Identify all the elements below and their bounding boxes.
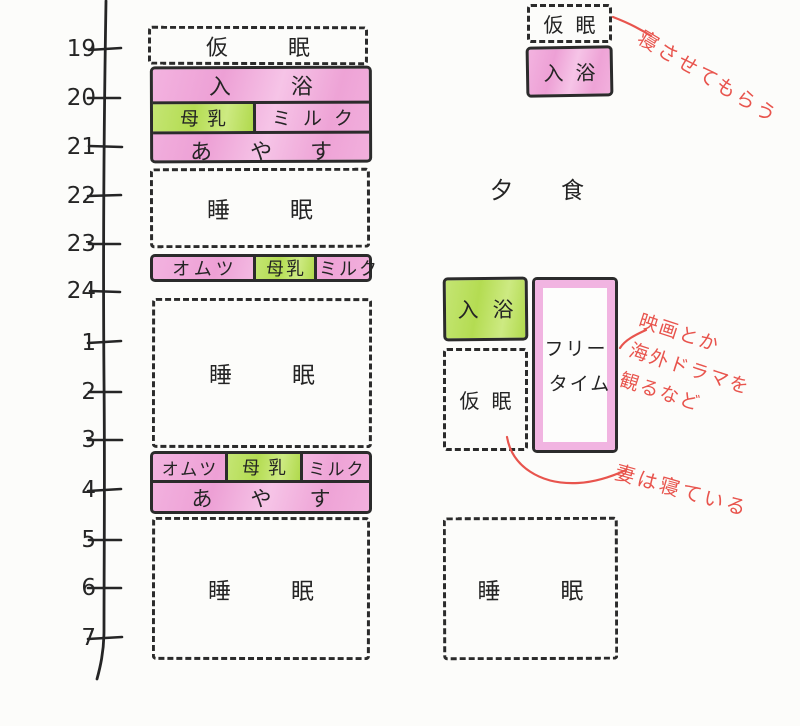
left-sleep-box-1: 睡眠 [149, 167, 374, 249]
left-diaper-label-1: オムツ [172, 259, 238, 280]
right-sleep-box: 睡眠 [442, 516, 644, 661]
hour-label-22: 22 [66, 183, 96, 209]
left-nap-box: 仮眠 [147, 25, 371, 66]
left-sleep-label-3: 睡眠 [207, 578, 375, 605]
right-bath-box-evening: 入浴 [525, 45, 614, 98]
right-free-time-box: フリー タイム [532, 277, 618, 453]
hour-label-19: 19 [66, 36, 96, 62]
left-soothe-row: あやす [153, 134, 371, 167]
hour-label-5: 5 [81, 527, 96, 553]
timeline-axis-line [95, 0, 108, 681]
left-soothe-label-2: あやす [191, 487, 369, 511]
left-milk-label-1: ミルク [319, 259, 379, 280]
hour-label-23: 23 [66, 231, 96, 257]
left-breastmilk-cell-1: 母乳 [256, 257, 317, 280]
left-midnight-feeding-row: オムツ 母乳 ミルク [150, 254, 377, 282]
hour-label-20: 20 [66, 85, 96, 111]
right-sleep-label: 睡眠 [477, 578, 644, 605]
hour-label-1: 1 [81, 330, 96, 356]
right-bath-label-evening: 入浴 [543, 60, 608, 86]
annotation-wife-sleeping: 妻は寝ている [612, 459, 752, 521]
left-breastmilk-cell-2: 母乳 [228, 454, 303, 480]
right-nap-label-1: 仮眠 [543, 13, 608, 37]
right-dinner-text: 夕食 [472, 170, 602, 206]
left-feeding-row-2: オムツ 母乳 ミルク [153, 454, 369, 483]
left-sleep-label-2: 睡眠 [208, 362, 376, 390]
left-milk-cell-1: ミルク [317, 257, 379, 280]
right-bath-label-midnight: 入浴 [457, 297, 528, 323]
left-breastmilk-label-2: 母乳 [242, 458, 294, 479]
right-nap-label-2: 仮眠 [459, 389, 524, 413]
hour-label-2: 2 [81, 379, 96, 405]
free-time-inner-frame: フリー タイム [535, 280, 615, 450]
hour-label-6: 6 [81, 575, 96, 601]
left-milk-label-2: ミルク [308, 459, 366, 480]
free-time-label-line2: タイム [548, 373, 612, 395]
left-sleep-label-1: 睡眠 [206, 197, 374, 225]
hour-label-4: 4 [81, 477, 96, 503]
left-breastmilk-label-1: 母乳 [266, 259, 306, 280]
right-dinner-label: 夕食 [490, 178, 632, 204]
left-diaper-cell-1: オムツ [153, 257, 256, 280]
annotation-let-me-sleep: 寝させてもらう [633, 25, 784, 129]
left-breastmilk-label: 母乳 [179, 108, 235, 131]
right-nap-box-2: 仮眠 [443, 348, 528, 451]
left-soothe-label: あやす [190, 139, 371, 166]
hour-label-3: 3 [81, 427, 96, 453]
left-milk-cell-2: ミルク [303, 454, 369, 480]
left-nap-label: 仮眠 [205, 35, 371, 61]
left-feeding-row: 母乳 ミルク [152, 103, 370, 135]
free-time-label-line1: フリー [544, 338, 608, 360]
left-breastmilk-cell: 母乳 [152, 104, 257, 132]
left-early-morning-block: オムツ 母乳 ミルク あやす [150, 451, 372, 514]
left-milk-label: ミルク [271, 107, 366, 130]
left-diaper-label-2: オムツ [161, 459, 219, 480]
hour-label-24: 24 [66, 278, 96, 304]
left-diaper-cell-2: オムツ [153, 454, 228, 480]
right-nap-box-1: 仮眠 [527, 4, 612, 43]
right-bath-box-midnight: 入浴 [442, 276, 529, 342]
hour-label-7: 7 [81, 625, 96, 651]
left-soothe-row-2: あやす [153, 483, 369, 513]
left-sleep-box-3: 睡眠 [151, 516, 374, 661]
left-sleep-box-2: 睡眠 [151, 297, 376, 449]
hour-label-21: 21 [66, 134, 96, 160]
left-evening-block: 入浴 母乳 ミルク あやす [149, 65, 373, 167]
left-bath-label: 入浴 [208, 74, 373, 101]
left-milk-cell: ミルク [256, 104, 369, 131]
annotation-watch-movies: 映画とか 海外ドラマを 観るなど [615, 306, 764, 433]
left-bath-row: 入浴 [152, 68, 373, 105]
